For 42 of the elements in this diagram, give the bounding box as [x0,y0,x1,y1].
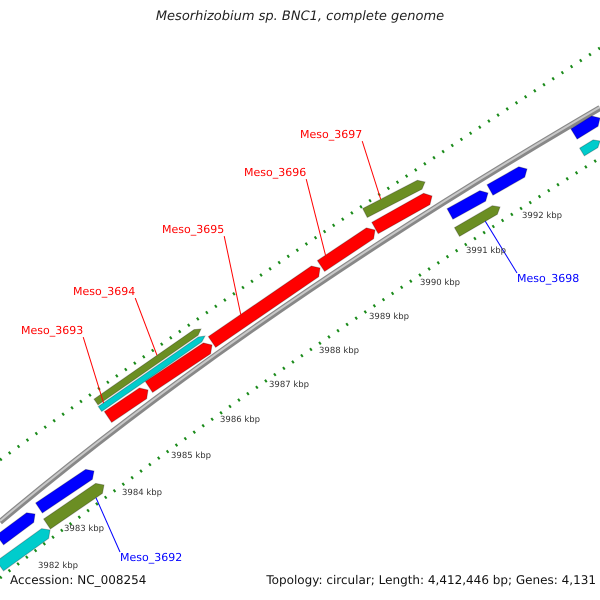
scale-label: 3985 kbp [171,452,212,462]
gene-label: Meso_3694 [73,286,136,298]
gene-label: Meso_3692 [120,552,182,564]
gene-bar [104,387,149,424]
scale-label: 3988 kbp [319,347,360,356]
gene-bar [144,342,213,394]
gene-bar [570,116,600,140]
scale-label: 3983 kbp [64,525,104,534]
leader-line [96,497,120,552]
gene-bar [578,139,600,157]
leader-line [306,178,326,256]
scale-label: 3990 kbp [420,279,460,288]
scale-label: 3987 kbp [269,381,310,390]
scale-label: 3989 kbp [369,313,410,322]
leader-line [224,236,242,315]
gene-bar [446,190,489,220]
scale-label: 3992 kbp [522,212,562,222]
gene-label: Meso_3696 [244,167,306,180]
gene-bar [93,328,202,406]
gene-bar [34,468,95,514]
leader-line [362,140,382,200]
gene-bar [98,335,206,412]
gene-label: Meso_3698 [517,273,580,286]
scale-label: 3982 kbp [38,562,78,572]
gene-label: Meso_3697 [300,129,362,142]
scale-label: 3984 kbp [122,489,162,498]
footer-text: Accession: NC_008254 [10,574,146,588]
gene-label: Meso_3693 [21,325,84,338]
leader-line [484,220,518,274]
leader-line [82,336,104,404]
gene-bar [0,512,36,546]
gene-bar [208,266,321,348]
gene-label: Meso_3695 [162,224,224,236]
gene-bar [316,227,376,272]
chart-title: Mesorhizobium sp. BNC1, complete genome [154,10,446,24]
footer-text: Topology: circular; Length: 4,412,446 bp; Genes: 4,131 [266,574,596,588]
gene-bar [454,205,501,237]
gene-bar [371,192,433,234]
leader-line [134,298,158,356]
gene-bar [486,166,528,196]
scale-label: 3986 kbp [220,416,260,426]
gene-bar [362,180,426,218]
